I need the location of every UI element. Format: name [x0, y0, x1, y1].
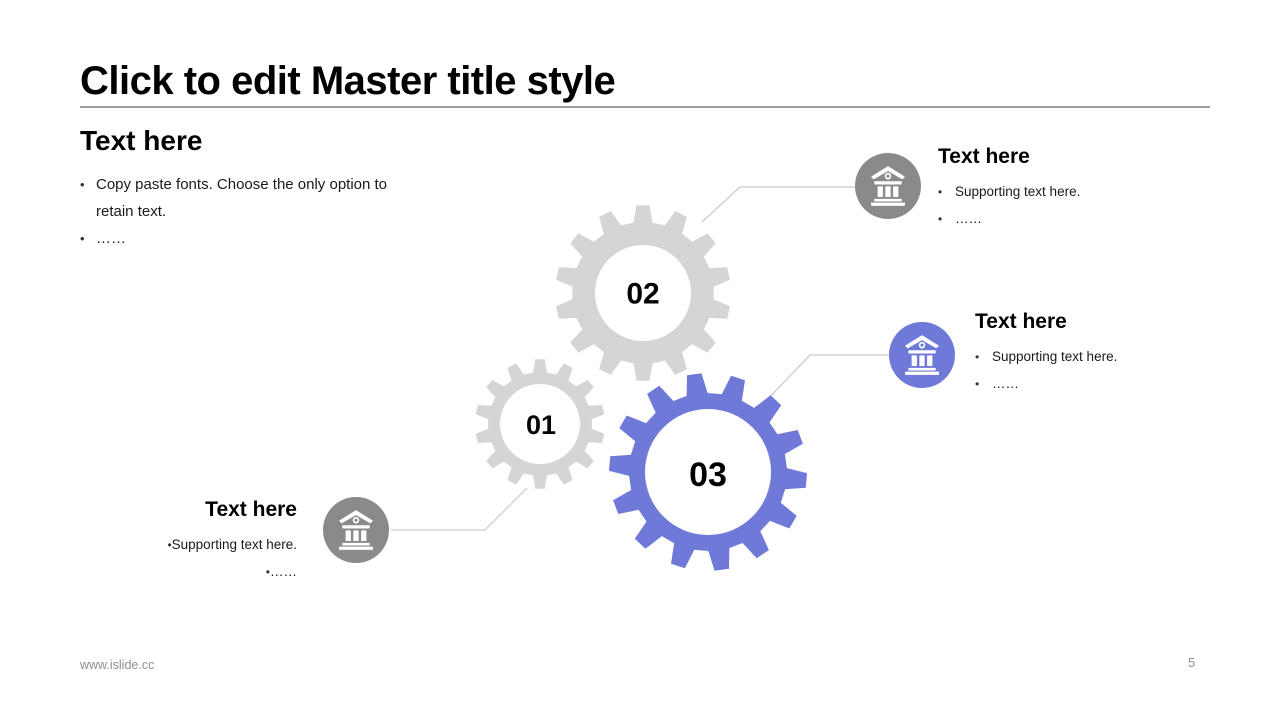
callout-bullets: • Supporting text here. • …… [938, 179, 1188, 233]
bullet-icon: • [938, 185, 943, 199]
gear-01: 01 [475, 359, 605, 489]
callout-bullets: • Supporting text here. • …… [60, 532, 297, 586]
list-item: • …… [80, 225, 425, 252]
bullet-icon: • [80, 231, 85, 246]
icon-circle-bg [323, 497, 389, 563]
gear-02: 02 [556, 205, 730, 381]
callout-bottom-left: Text here • Supporting text here. • …… [60, 497, 297, 586]
bullet-text: Supporting text here. [955, 184, 1081, 199]
bullet-text: …… [955, 211, 982, 226]
icon-circle-bg [855, 153, 921, 219]
footer-page-number: 5 [1188, 655, 1196, 670]
gear-01-hub [500, 384, 580, 464]
icon-circle-bg [889, 322, 955, 388]
bullet-icon: • [167, 538, 172, 552]
bullet-icon: • [80, 177, 85, 192]
list-item: • …… [975, 371, 1225, 398]
callout-top-right: Text here • Supporting text here. • …… [938, 144, 1188, 233]
left-block-bullets: • Copy paste fonts. Choose the only opti… [80, 171, 425, 252]
gear-01-shape [475, 359, 605, 489]
list-item: • …… [60, 559, 297, 586]
gear-03: 03 [609, 373, 807, 571]
bullet-text: …… [992, 376, 1019, 391]
gear-02-hub [595, 245, 691, 341]
callout-bottom-icon-circle [323, 497, 389, 563]
footer-site-url: www.islide.cc [80, 658, 155, 672]
bullet-icon: • [938, 212, 943, 226]
connector-line-middle [765, 354, 889, 402]
list-item: • Copy paste fonts. Choose the only opti… [80, 171, 425, 225]
list-item: • Supporting text here. [975, 344, 1225, 371]
bullet-text: …… [96, 230, 126, 247]
callout-middle-icon-circle [889, 322, 955, 388]
bullet-text: Supporting text here. [992, 349, 1118, 364]
slide-title: Click to edit Master title style [80, 59, 616, 103]
gear-03-label: 03 [689, 456, 727, 494]
bullet-text: Supporting text here. [171, 537, 297, 552]
gear-01-label: 01 [526, 410, 556, 440]
callout-top-icon-circle [855, 153, 921, 219]
gear-02-shape [556, 205, 730, 381]
connector-line-bottom [391, 487, 528, 531]
gear-03-hub [645, 409, 771, 535]
left-block-heading: Text here [80, 125, 203, 156]
connector-line-top [701, 186, 855, 223]
list-item: • Supporting text here. [60, 532, 297, 559]
bullet-text: Copy paste fonts. Choose the only option… [96, 176, 388, 220]
callout-heading: Text here [975, 310, 1067, 333]
callout-bullets: • Supporting text here. • …… [975, 344, 1225, 398]
gear-02-label: 02 [626, 278, 659, 311]
list-item: • Supporting text here. [938, 179, 1188, 206]
callout-heading: Text here [938, 145, 1030, 168]
bullet-text: …… [270, 564, 297, 579]
callout-heading: Text here [205, 498, 297, 521]
bullet-icon: • [975, 377, 980, 391]
bullet-icon: • [265, 565, 270, 579]
bullet-icon: • [975, 350, 980, 364]
list-item: • …… [938, 206, 1188, 233]
callout-middle-right: Text here • Supporting text here. • …… [975, 309, 1225, 398]
title-underline [80, 106, 1210, 108]
gear-03-shape [609, 373, 807, 571]
